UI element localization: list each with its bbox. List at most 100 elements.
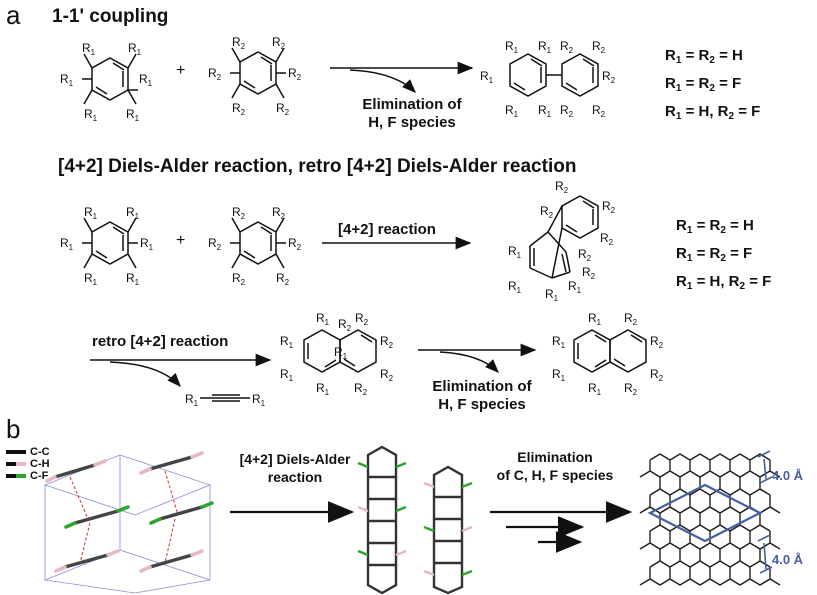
svg-text:R2: R2 — [272, 35, 286, 51]
elimination-curve-2 — [439, 351, 499, 373]
svg-text:R1: R1 — [588, 311, 602, 327]
svg-text:R2: R2 — [208, 66, 222, 82]
dihydronaphthalene — [303, 329, 377, 373]
step2-label-line2: of C, H, F species — [496, 467, 614, 483]
svg-text:R1: R1 — [480, 69, 494, 85]
honeycomb-network — [639, 453, 781, 586]
svg-text:R2: R2 — [355, 311, 369, 327]
svg-text:R1: R1 — [126, 271, 140, 287]
svg-text:R1: R1 — [280, 367, 294, 383]
elimination-label-2: Elimination of H, F species — [420, 378, 544, 414]
da-condition: R1 = H, R2 = F — [676, 273, 772, 292]
svg-text:R1: R1 — [252, 392, 266, 408]
legend-label: C-C — [30, 446, 50, 458]
svg-text:R1: R1 — [538, 103, 552, 119]
svg-text:R2: R2 — [272, 205, 286, 221]
svg-text:R2: R2 — [208, 236, 222, 252]
panel-b-label: b — [6, 414, 21, 444]
svg-text:R1: R1 — [128, 41, 142, 57]
spacing-indicator-bottom — [757, 534, 773, 574]
svg-text:R2: R2 — [560, 103, 574, 119]
coupling-condition: R1 = R2 = H — [665, 47, 743, 66]
svg-text:R2: R2 — [232, 271, 246, 287]
svg-text:R2: R2 — [624, 381, 638, 397]
svg-text:R2: R2 — [582, 265, 596, 281]
legend-label: C-F — [30, 470, 49, 482]
svg-text:R1: R1 — [508, 279, 522, 295]
step2-label-line1: Elimination — [517, 449, 593, 465]
legend-item-cc: C-C — [6, 446, 50, 458]
biphenyl-product — [509, 53, 599, 97]
svg-text:R1: R1 — [508, 244, 522, 260]
legend-swatch-ch — [6, 462, 26, 466]
coupling-heading: 1-1' coupling — [52, 6, 169, 27]
sub-label: R1 — [82, 41, 96, 57]
step2-label: Elimination of C, H, F species — [480, 448, 630, 484]
plus-sign-da: + — [176, 232, 186, 249]
panel-a-scheme: R1 R1 R1 R1 R1 R1 R2 R2 R2 R2 R2 R2 R1 R… — [60, 35, 664, 408]
svg-text:R2: R2 — [555, 179, 569, 195]
svg-text:R2: R2 — [602, 69, 616, 85]
svg-text:R1: R1 — [505, 39, 519, 55]
stacked-molecules — [45, 451, 214, 573]
da-condition: R1 = R2 = F — [676, 245, 753, 264]
elimination-label-line1: Elimination of — [432, 378, 532, 395]
svg-text:R1: R1 — [60, 236, 74, 252]
svg-text:R2: R2 — [288, 66, 302, 82]
svg-text:R1: R1 — [84, 107, 98, 123]
svg-text:R1: R1 — [84, 205, 98, 221]
retro-alkyne-curve — [109, 361, 181, 388]
svg-text:R2: R2 — [276, 101, 290, 117]
svg-text:R1: R1 — [60, 72, 74, 88]
coupling-conditions: R1 = R2 = H R1 = R2 = F R1 = H, R2 = F — [665, 44, 760, 128]
da-conditions: R1 = R2 = H R1 = R2 = F R1 = H, R2 = F — [676, 214, 771, 298]
benzene-r1-coupling — [82, 53, 138, 105]
step1-label-line1: [4+2] Diels-Alder — [239, 451, 351, 467]
bond-legend: C-C C-H C-F — [6, 446, 50, 482]
panel-b-structures — [43, 445, 781, 595]
svg-text:R1: R1 — [588, 381, 602, 397]
svg-text:R2: R2 — [602, 199, 616, 215]
svg-text:R1: R1 — [545, 287, 559, 303]
retro-arrow-label: retro [4+2] reaction — [92, 333, 229, 350]
svg-text:R2: R2 — [288, 236, 302, 252]
svg-text:R2: R2 — [380, 367, 394, 383]
stacking-contacts — [69, 470, 179, 564]
da-arrow-label: [4+2] reaction — [338, 221, 436, 238]
svg-text:R2: R2 — [592, 39, 606, 55]
svg-text:R2: R2 — [354, 381, 368, 397]
spacing-label-bottom: 4.0 Å — [772, 552, 804, 567]
coupling-label-line1: Elimination of — [362, 96, 462, 113]
legend-item-ch: C-H — [6, 458, 50, 470]
coupling-condition: R1 = H, R2 = F — [665, 103, 761, 122]
svg-text:R2: R2 — [592, 103, 606, 119]
legend-item-cf: C-F — [6, 470, 50, 482]
svg-text:R1: R1 — [334, 345, 348, 361]
svg-text:R2: R2 — [650, 334, 664, 350]
svg-text:R2: R2 — [578, 247, 592, 263]
elimination-label-line2: H, F species — [438, 396, 526, 413]
panel-a-label: a — [6, 0, 21, 30]
naphthalene-product — [573, 329, 647, 373]
legend-swatch-cf — [6, 474, 26, 478]
coupling-condition: R1 = R2 = F — [665, 75, 742, 94]
svg-text:R1: R1 — [552, 367, 566, 383]
svg-text:R1: R1 — [568, 279, 582, 295]
svg-text:R1: R1 — [185, 392, 199, 408]
diels-alder-heading: [4+2] Diels-Alder reaction, retro [4+2] … — [58, 156, 577, 177]
svg-text:R2: R2 — [380, 334, 394, 350]
polymer-strand-2 — [423, 465, 473, 595]
coupling-arrow-label: Elimination of H, F species — [352, 96, 472, 132]
svg-text:R1: R1 — [552, 334, 566, 350]
svg-text:R1: R1 — [139, 72, 153, 88]
svg-text:R2: R2 — [338, 317, 352, 333]
svg-text:R2: R2 — [624, 311, 638, 327]
da-adduct — [529, 195, 599, 279]
svg-text:R2: R2 — [600, 231, 614, 247]
svg-text:R2: R2 — [276, 271, 290, 287]
svg-text:R2: R2 — [540, 204, 554, 220]
rhombus-highlight — [647, 483, 763, 543]
svg-text:R1: R1 — [538, 39, 552, 55]
coupling-label-line2: H, F species — [368, 114, 456, 131]
svg-text:R1: R1 — [316, 311, 330, 327]
